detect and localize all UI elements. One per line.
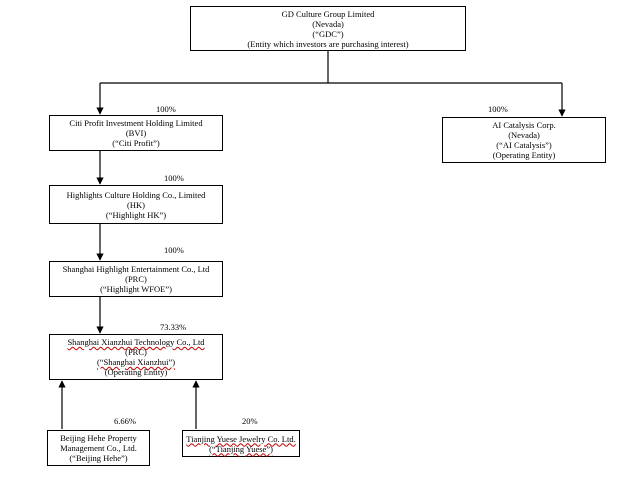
entity-gdc-line-2: (Nevada) — [312, 18, 344, 29]
entity-citi-line-3: (“Citi Profit”) — [112, 138, 160, 148]
pct-citi-hk: 100% — [164, 173, 184, 183]
entity-gdc-line-1: GD Culture Group Limited — [281, 8, 375, 19]
entity-yuese-line-1: Tianjing Yuese Jewelry Co. Ltd. — [186, 433, 296, 444]
entity-xianzhui-line-4: (Operating Entity) — [104, 367, 168, 377]
entity-hk-line-3: (“Highlight HK”) — [105, 209, 167, 220]
pct-hehe-xianzhui: 6.66% — [114, 416, 136, 426]
pct-gdc-ai: 100% — [488, 104, 508, 114]
entity-hehe-line-1: Beijing Hehe Property — [60, 433, 137, 443]
pct-hk-wfoe: 100% — [164, 245, 184, 255]
entity-gdc: GD Culture Group Limited (Nevada) (“GDC”… — [190, 6, 466, 51]
entity-ai-line-4: (Operating Entity) — [492, 150, 556, 160]
entity-hehe-line-3: (“Beijing Hehe”) — [69, 453, 128, 463]
entity-gdc-line-3: (“GDC”) — [312, 28, 344, 39]
entity-wfoe-line-1: Shanghai Highlight Entertainment Co., Lt… — [62, 264, 210, 274]
entity-citi-profit: Citi Profit Investment Holding Limited (… — [49, 115, 223, 151]
entity-hk-line-2: (HK) — [127, 199, 145, 210]
entity-gdc-line-4: (Entity which investors are purchasing i… — [247, 38, 409, 49]
entity-tianjing-yuese: Tianjing Yuese Jewelry Co. Ltd. (“Tianji… — [182, 430, 300, 457]
entity-highlight-wfoe: Shanghai Highlight Entertainment Co., Lt… — [49, 261, 223, 297]
entity-xianzhui-line-2: (PRC) — [125, 347, 147, 357]
pct-wfoe-xianzhui: 73.33% — [160, 322, 187, 332]
entity-ai-catalysis: AI Catalysis Corp. (Nevada) (“AI Catalys… — [442, 117, 606, 163]
entity-yuese-line-2: (“Tianjing Yuese”) — [209, 443, 273, 454]
entity-beijing-hehe: Beijing Hehe Property Management Co., Lt… — [47, 430, 150, 466]
entity-citi-line-2: (BVI) — [125, 128, 147, 138]
pct-yuese-xianzhui: 20% — [242, 416, 258, 426]
entity-hk-line-1: Highlights Culture Holding Co., Limited — [66, 189, 206, 200]
pct-gdc-citi: 100% — [156, 104, 176, 114]
entity-xianzhui-line-1: Shanghai Xianzhui Technology Co., Ltd — [67, 337, 205, 347]
entity-ai-line-3: (“AI Catalysis”) — [496, 140, 552, 150]
entity-highlight-hk: Highlights Culture Holding Co., Limited … — [49, 185, 223, 224]
entity-ai-line-1: AI Catalysis Corp. — [492, 120, 556, 130]
entity-shanghai-xianzhui: Shanghai Xianzhui Technology Co., Ltd (P… — [49, 334, 223, 380]
entity-citi-line-1: Citi Profit Investment Holding Limited — [69, 118, 203, 128]
entity-wfoe-line-2: (PRC) — [125, 274, 147, 284]
entity-hehe-line-2: Management Co., Ltd. — [60, 443, 137, 453]
entity-xianzhui-line-3: (“Shanghai Xianzhui”) — [96, 357, 176, 367]
entity-ai-line-2: (Nevada) — [508, 130, 540, 140]
entity-wfoe-line-3: (“Highlight WFOE”) — [100, 284, 172, 294]
